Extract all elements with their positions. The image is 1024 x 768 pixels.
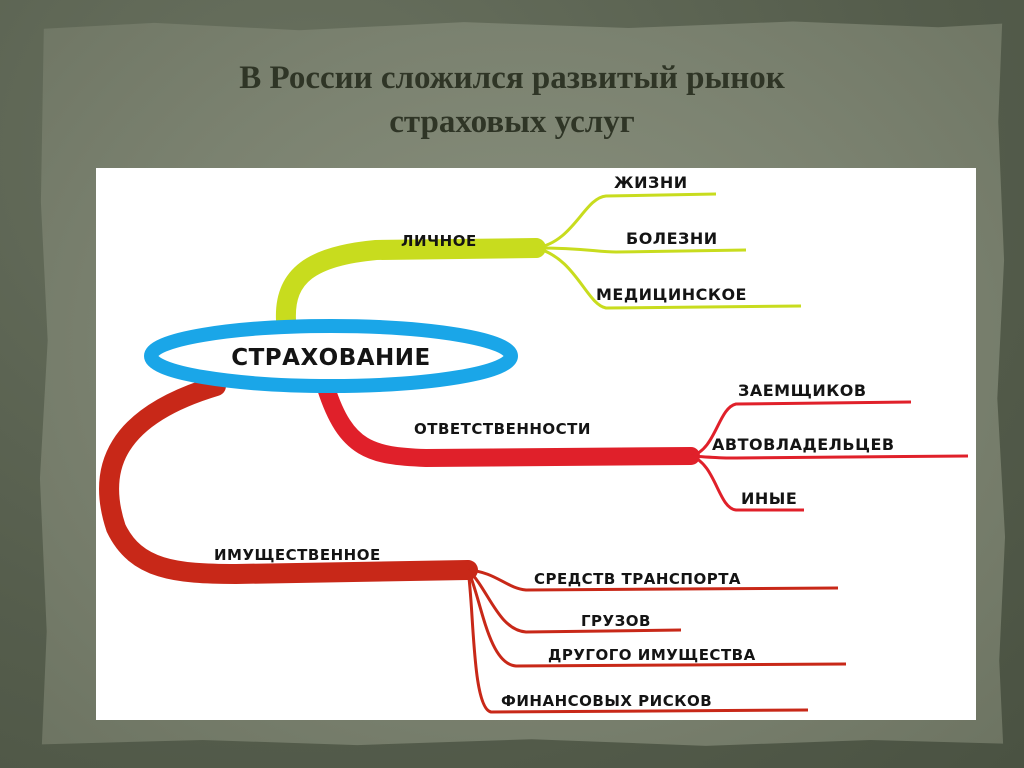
leaf-lines-liability	[690, 400, 969, 512]
leaf-label-other-property: ДРУГОГО ИМУЩЕСТВА	[548, 646, 756, 664]
root-label: СТРАХОВАНИЕ	[231, 345, 431, 371]
branch-line-liability	[317, 379, 700, 468]
leaf-label-life: ЖИЗНИ	[614, 173, 688, 192]
branch-line-personal	[275, 238, 546, 330]
branch-label-liability: ОТВЕТСТВЕННОСТИ	[414, 420, 591, 438]
root-ellipse-ring	[144, 319, 518, 393]
leaf-lines-personal	[535, 192, 802, 310]
branch-label-personal: ЛИЧНОЕ	[401, 232, 477, 250]
leaf-label-car-owners: АВТОВЛАДЕЛЬЦЕВ	[712, 435, 895, 454]
branch-line-personal-tail	[375, 246, 537, 252]
leaf-label-medical: МЕДИЦИНСКОЕ	[596, 285, 747, 304]
mind-map: СТРАХОВАНИЕ ЛИЧНОЕ ОТВЕТСТВЕННОСТИ ИМУЩЕ…	[96, 168, 976, 720]
leaf-label-vehicles: СРЕДСТВ ТРАНСПОРТА	[534, 570, 741, 588]
leaf-label-cargo: ГРУЗОВ	[581, 612, 651, 630]
title-line-1: В России сложился развитый рынок	[239, 60, 785, 96]
slide-title: В России сложился развитый рынок страхов…	[60, 56, 964, 144]
leaf-label-borrowers: ЗАЕМЩИКОВ	[738, 381, 867, 400]
leaf-label-financial-risks: ФИНАНСОВЫХ РИСКОВ	[501, 692, 712, 710]
leaf-label-other: ИНЫЕ	[741, 489, 797, 508]
branch-line-property	[99, 376, 478, 585]
leaf-label-illness: БОЛЕЗНИ	[626, 229, 718, 248]
leaf-lines-property	[466, 568, 847, 714]
branch-label-property: ИМУЩЕСТВЕННОЕ	[214, 546, 381, 564]
title-line-2: страховых услуг	[389, 104, 635, 140]
